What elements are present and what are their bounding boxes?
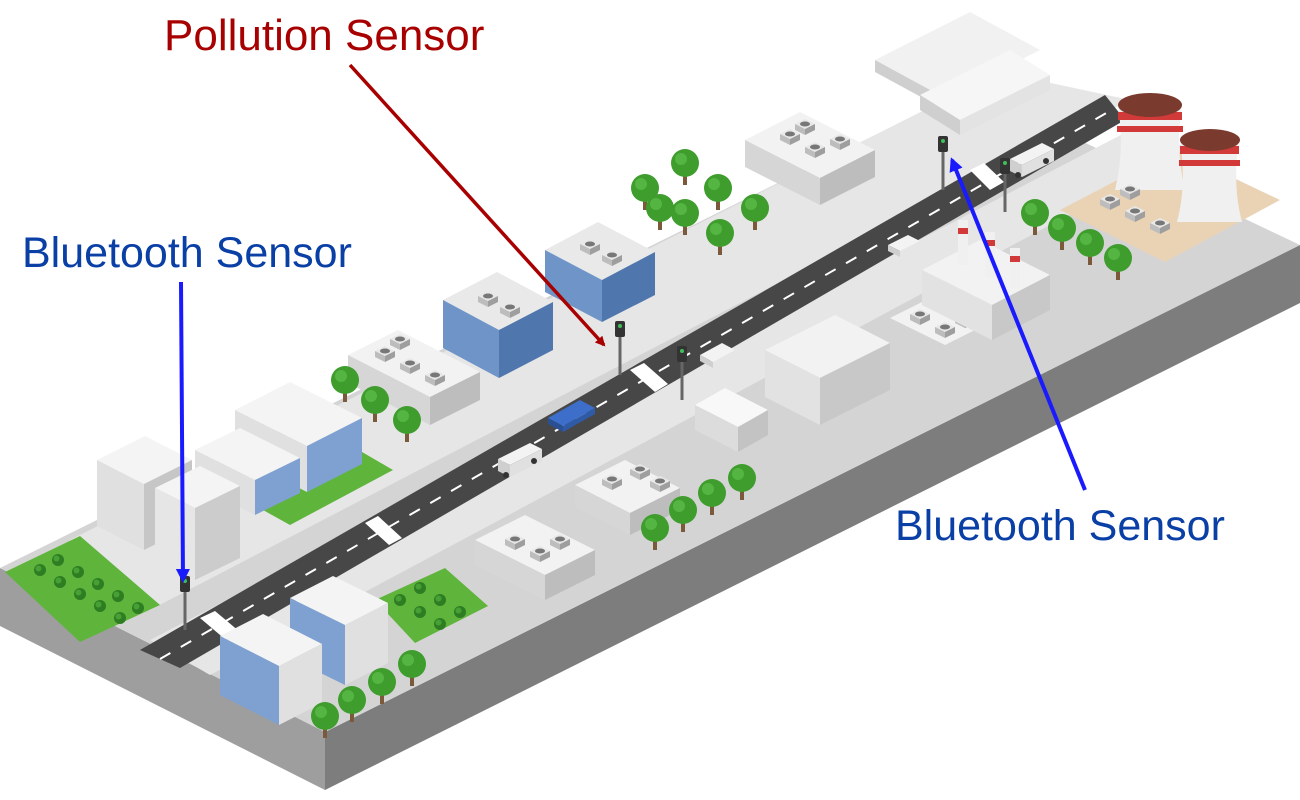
pollution-sensor-label: Pollution Sensor — [164, 11, 485, 60]
vehicles — [498, 143, 1054, 478]
pollution-sensor-arrow — [348, 63, 606, 347]
bluetooth-sensor-arrow-left — [175, 281, 190, 583]
factory-sheds — [875, 12, 1050, 135]
main-road — [140, 95, 1125, 668]
far-side-buildings — [745, 112, 875, 205]
bluetooth-sensor-arrow-right — [949, 157, 1087, 491]
cooling-towers — [1100, 93, 1242, 234]
car-icon — [700, 343, 735, 368]
residential-towers-left — [97, 382, 362, 580]
car-icon — [888, 235, 920, 257]
glass-offices — [443, 222, 655, 378]
residential-towers-bottom — [220, 576, 388, 725]
factory — [922, 220, 1050, 340]
car-icon — [548, 400, 595, 432]
near-side-buildings — [475, 293, 995, 600]
bluetooth-sensor-label-right: Bluetooth Sensor — [895, 502, 1225, 550]
bluetooth-sensor-label-left: Bluetooth Sensor — [22, 229, 352, 277]
